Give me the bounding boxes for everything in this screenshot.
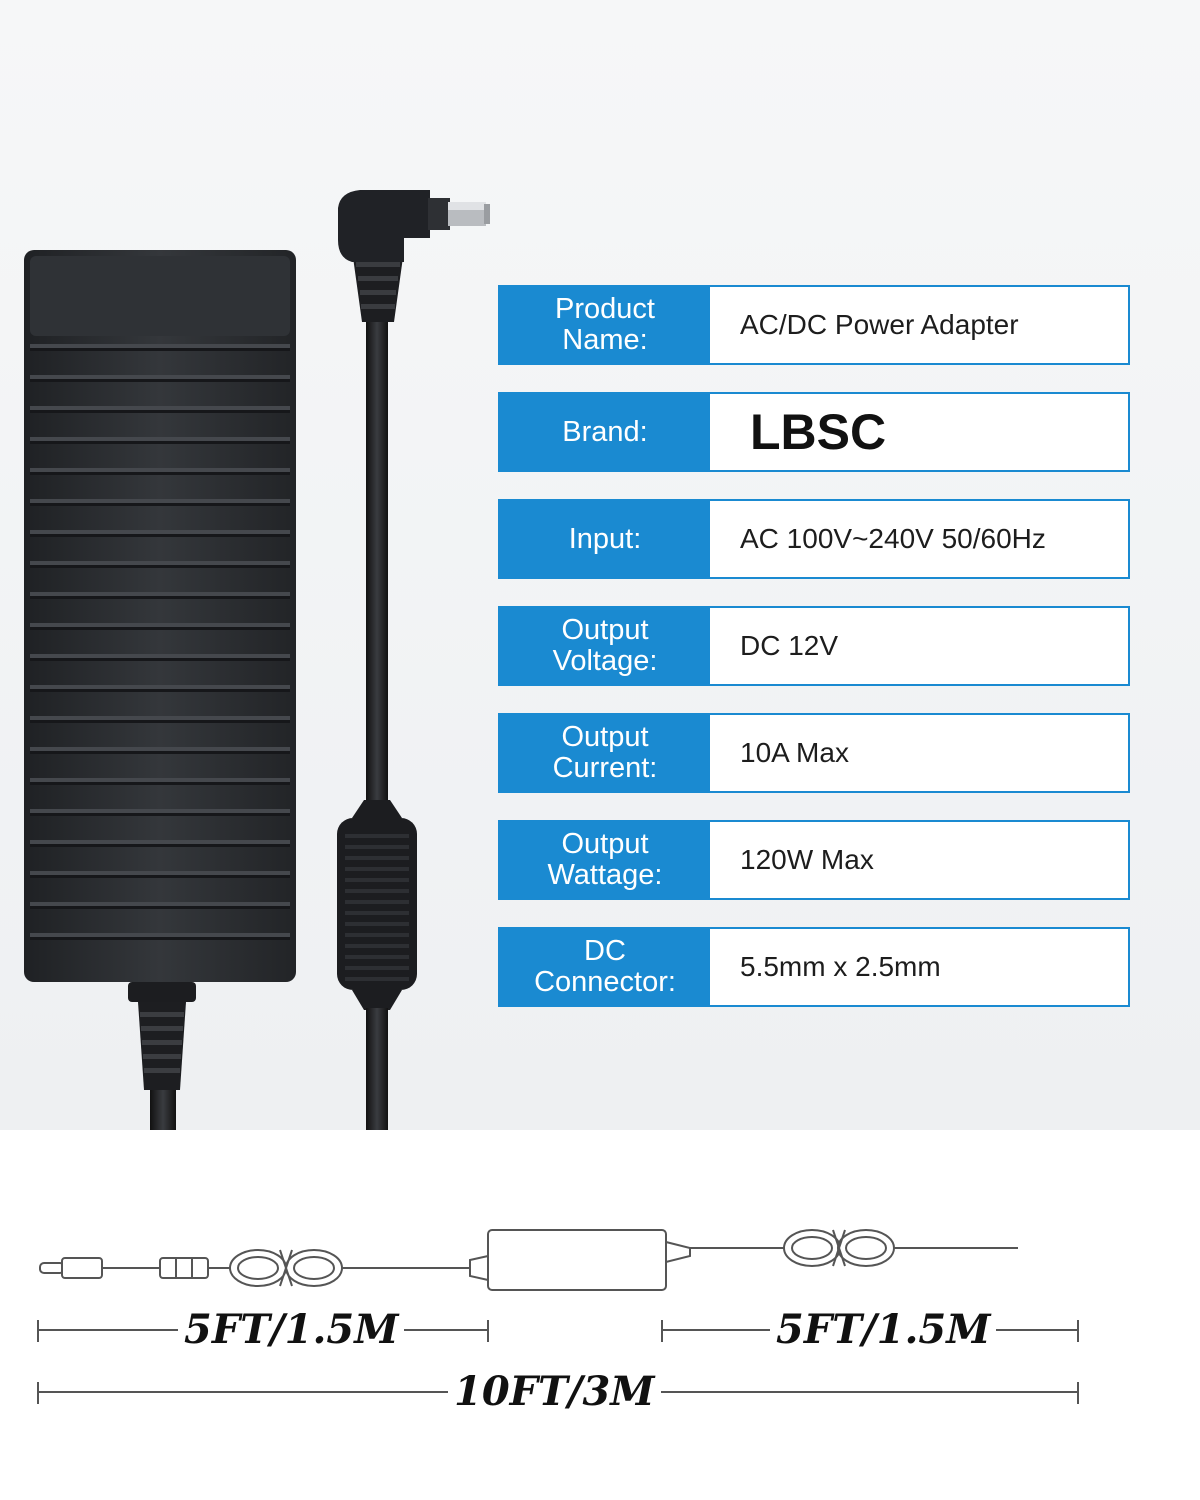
spec-row-input: Input: AC 100V~240V 50/60Hz xyxy=(498,499,1130,579)
total-length-label: 10FT/3M xyxy=(448,1368,661,1415)
spec-label: Product Name: xyxy=(500,287,710,363)
spec-value: AC/DC Power Adapter xyxy=(740,309,1019,340)
spec-label: Output Current: xyxy=(500,715,710,791)
spec-value: 5.5mm x 2.5mm xyxy=(740,951,941,982)
brand-value: LBSC xyxy=(750,404,887,460)
ac-side-length-label: 5FT/1.5M xyxy=(770,1306,997,1353)
spec-label: Output Voltage: xyxy=(500,608,710,684)
spec-value: DC 12V xyxy=(740,630,839,661)
spec-label: Input: xyxy=(500,501,710,577)
spec-row-brand: Brand: LBSC xyxy=(498,392,1130,472)
spec-row-output-voltage: Output Voltage: DC 12V xyxy=(498,606,1130,686)
dc-side-length-label: 5FT/1.5M xyxy=(178,1306,405,1353)
spec-value: 120W Max xyxy=(740,844,874,875)
spec-value: AC 100V~240V 50/60Hz xyxy=(740,523,1046,554)
power-adapter-image xyxy=(24,190,490,1130)
spec-label: Brand: xyxy=(500,394,710,470)
spec-value: 10A Max xyxy=(740,737,849,768)
spec-label: Output Wattage: xyxy=(500,822,710,898)
spec-row-output-current: Output Current: 10A Max xyxy=(498,713,1130,793)
spec-label: DC Connector: xyxy=(500,929,710,1005)
spec-row-output-wattage: Output Wattage: 120W Max xyxy=(498,820,1130,900)
spec-row-dc-connector: DC Connector: 5.5mm x 2.5mm xyxy=(498,927,1130,1007)
dc-cord xyxy=(337,190,490,1130)
adapter-ridges xyxy=(30,344,290,940)
ac-cord xyxy=(128,982,196,1130)
cable-length-diagram xyxy=(37,1229,1079,1404)
adapter-brick xyxy=(24,250,296,982)
spec-row-product-name: Product Name: AC/DC Power Adapter xyxy=(498,285,1130,365)
